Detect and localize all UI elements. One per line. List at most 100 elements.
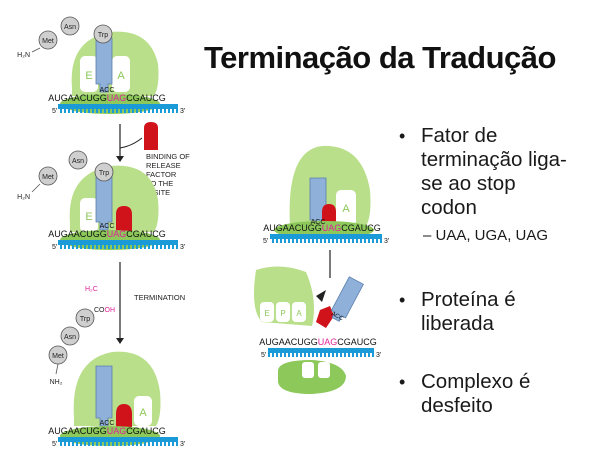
three-prime-label: 3': [376, 352, 381, 359]
a-site: [112, 56, 130, 92]
site-a-label: A: [139, 407, 147, 419]
aa-met-label: Met: [42, 38, 54, 45]
slide-title: Terminação da Tradução: [204, 40, 556, 75]
bullet-line: se ao stop: [421, 172, 516, 195]
panel-3-termination: A ACC AUGAACUGGUAGCGAUCG 5' 3': [48, 351, 185, 448]
mrna-after: CGAUCG: [126, 93, 166, 103]
amino-acid-asn: [60, 16, 80, 36]
aa-asn-label: Asn: [64, 334, 76, 341]
trna: [95, 171, 113, 231]
middle-complex-disassembled: E P A ACC AUGAACUGGUAGCGAUCG 5' 3': [254, 266, 381, 394]
trna: [95, 37, 113, 93]
aa-met-label: Met: [42, 174, 54, 181]
three-prime-label: 3': [180, 108, 185, 115]
svg-text:A-SITE: A-SITE: [146, 188, 170, 197]
aa-trp-label: Trp: [99, 170, 109, 177]
site-e-label: E: [85, 70, 92, 82]
bullet-line: terminação liga-: [421, 148, 567, 171]
five-prime-label: 5': [261, 352, 266, 359]
bullet-dot: •: [399, 372, 406, 392]
bullet-termination-factor: • Fator de terminação liga- se ao stop c…: [399, 124, 611, 220]
bullet-line: Proteína é: [421, 288, 516, 311]
bullet-protein-released: • Proteína é liberada: [399, 288, 611, 336]
amino-acid-asn: [68, 150, 88, 170]
five-prime-label: 5': [52, 244, 57, 251]
svg-text:BINDING OF: BINDING OF: [146, 152, 190, 161]
trna: [95, 365, 113, 427]
release-factor: [116, 206, 132, 232]
three-prime-label: 3': [180, 441, 185, 448]
bullet-line: liberada: [421, 312, 494, 335]
release-factor: [144, 122, 158, 150]
svg-text:FACTOR: FACTOR: [146, 170, 177, 179]
mrna-sequence: AUGAACUGGUAGCGAUCG: [48, 229, 166, 239]
bullet-line: desfeito: [421, 394, 493, 417]
mrna-before: AUGAACUGG: [48, 93, 107, 103]
amino-acid-asn: [60, 326, 80, 346]
mrna-sequence: AUGAACUGGUAGCGAUCG: [263, 223, 381, 233]
aa-trp-label: Trp: [80, 316, 90, 323]
released-polypeptide: H₂C COOH Trp Asn Met NH₂: [48, 286, 115, 386]
mrna-stop-codon: UAG: [107, 93, 127, 103]
aa-asn-label: Asn: [72, 158, 84, 165]
svg-text:TO THE: TO THE: [146, 179, 173, 188]
mrna-sequence: AUGAACUGGUAGCGAUCG: [48, 426, 166, 436]
mrna-strand: [58, 437, 178, 442]
aa-trp-label: Trp: [98, 32, 108, 39]
site-p-label: P: [280, 309, 285, 318]
aa-met-label: Met: [52, 353, 64, 360]
anticodon-label: ACC: [100, 87, 115, 94]
five-prime-label: 5': [263, 238, 268, 245]
site-a-label: A: [342, 203, 350, 215]
middle-ribosome-bound: A ACC AUGAACUGGUAGCGAUCG 5' 3': [263, 145, 389, 245]
a-site: [292, 302, 306, 322]
mrna-strand: [58, 240, 178, 245]
bullet-line: Complexo é: [421, 370, 531, 393]
anticodon-label: ACC: [311, 219, 326, 226]
h2c-label: H₂C: [85, 286, 98, 293]
anticodon-label: ACC: [100, 223, 115, 230]
amino-acid-met: [38, 30, 58, 50]
site-e-label: E: [264, 309, 269, 318]
bullet-line: codon: [421, 196, 477, 219]
a-site: [336, 190, 356, 226]
sub-bullet-stop-codons: – UAA, UGA, UAG: [423, 227, 549, 244]
release-factor: [116, 404, 132, 428]
three-prime-label: 3': [384, 238, 389, 245]
bullet-line: Fator de: [421, 124, 498, 147]
release-factor-caption: BINDING OF RELEASE FACTOR TO THE A-SITE: [146, 152, 190, 197]
mrna-sequence: AUGAACUGGUAGCGAUCG: [48, 93, 166, 103]
e-site: [260, 302, 274, 322]
mrna-sequence: AUGAACUGGUAGCGAUCG: [259, 337, 377, 347]
release-factor: [316, 306, 334, 328]
free-trna: ACC: [330, 276, 364, 323]
e-site: [80, 198, 98, 232]
svg-text:RELEASE: RELEASE: [146, 161, 181, 170]
five-prime-label: 5': [52, 108, 57, 115]
anticodon-label: ACC: [100, 420, 115, 427]
site-a-label: A: [117, 70, 125, 82]
mrna-strand: [268, 348, 374, 353]
panel-2-release-factor-binding: E Met Asn Trp H₂N ACC AUGAACUGGUAGCGAUCG…: [17, 150, 185, 251]
h2n-label: H₂N: [17, 52, 30, 59]
termination-label: TERMINATION: [134, 293, 185, 302]
panel-1-elongation: E A Met Asn Trp H₂N ACC AUGAACUGGUAGCGAU…: [17, 16, 185, 115]
amino-acid-trp: [93, 24, 113, 44]
p-site: [276, 302, 290, 322]
amino-acid-trp: [75, 308, 95, 328]
bullet-complex-disassembled: • Complexo é desfeito: [399, 370, 611, 418]
site-a-label: A: [296, 309, 302, 318]
anticodon-label: ACC: [330, 311, 345, 323]
nh2-label: NH₂: [50, 379, 63, 386]
a-site: [134, 396, 152, 426]
site-e-label: E: [85, 211, 92, 223]
h2n-label: H₂N: [17, 194, 30, 201]
bullet-dot: •: [399, 290, 406, 310]
mrna-strand: [58, 104, 178, 109]
five-prime-label: 5': [52, 441, 57, 448]
carboxyl-label: COOH: [94, 307, 115, 314]
aa-asn-label: Asn: [64, 24, 76, 31]
mrna-strand: [270, 234, 382, 239]
